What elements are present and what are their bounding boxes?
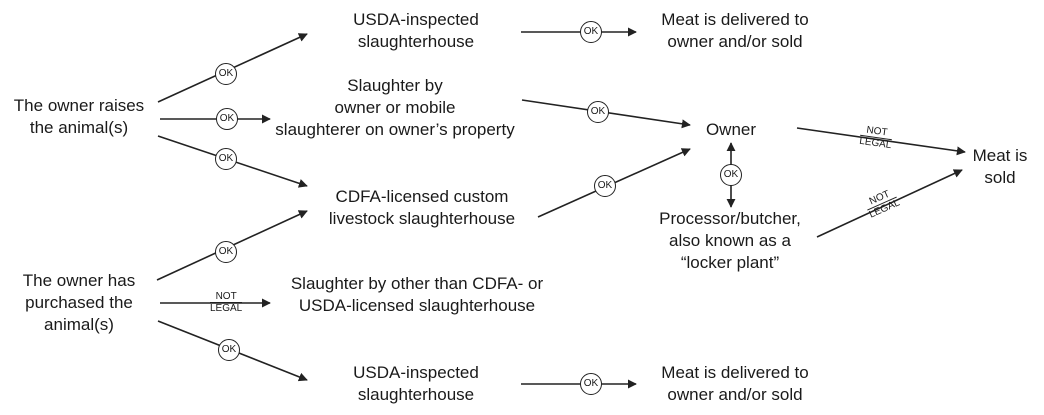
ok-badge-raises-cdfa: OK [215, 148, 237, 170]
ok-badge-raises-slaughter-owner: OK [216, 108, 238, 130]
node-meat-delivered-bottom: Meat is delivered to owner and/or sold [661, 363, 809, 404]
node-slaughter-other: Slaughter by other than CDFA- or USDA-li… [290, 274, 544, 315]
node-meat-is-sold: Meat is sold [972, 146, 1028, 187]
node-cdfa-custom: CDFA-licensed custom livestock slaughter… [328, 187, 516, 228]
ok-badge-cdfa-owner: OK [594, 175, 616, 197]
not-legal-owner-to-meat-sold: NOT LEGAL [858, 123, 894, 152]
node-processor-butcher: Processor/butcher, also known as a “lock… [659, 209, 801, 272]
node-owner-purchased: The owner has purchased the animal(s) [22, 271, 136, 334]
node-slaughter-by-owner: Slaughter by owner or mobile slaughterer… [275, 76, 515, 139]
ok-badge-purchased-usda-bottom: OK [218, 339, 240, 361]
node-usda-inspected-top: USDA-inspected slaughterhouse [353, 10, 479, 51]
arrow-owner-to-meat-sold [796, 127, 966, 156]
node-owner: Owner [705, 120, 757, 139]
ok-badge-owner-processor: OK [720, 164, 742, 186]
node-usda-inspected-bottom: USDA-inspected slaughterhouse [353, 363, 479, 404]
not-legal-purchased-to-other: NOT LEGAL [210, 291, 243, 314]
ok-badge-raises-usda: OK [215, 63, 237, 85]
node-meat-delivered-top: Meat is delivered to owner and/or sold [661, 10, 809, 51]
ok-badge-usda-top-delivered: OK [580, 21, 602, 43]
node-owner-raises: The owner raises the animal(s) [13, 96, 145, 137]
ok-badge-slaughter-owner-owner: OK [587, 101, 609, 123]
ok-badge-usda-bottom-delivered: OK [580, 373, 602, 395]
arrow-processor-to-meat-sold [816, 169, 963, 238]
ok-badge-purchased-cdfa: OK [215, 241, 237, 263]
